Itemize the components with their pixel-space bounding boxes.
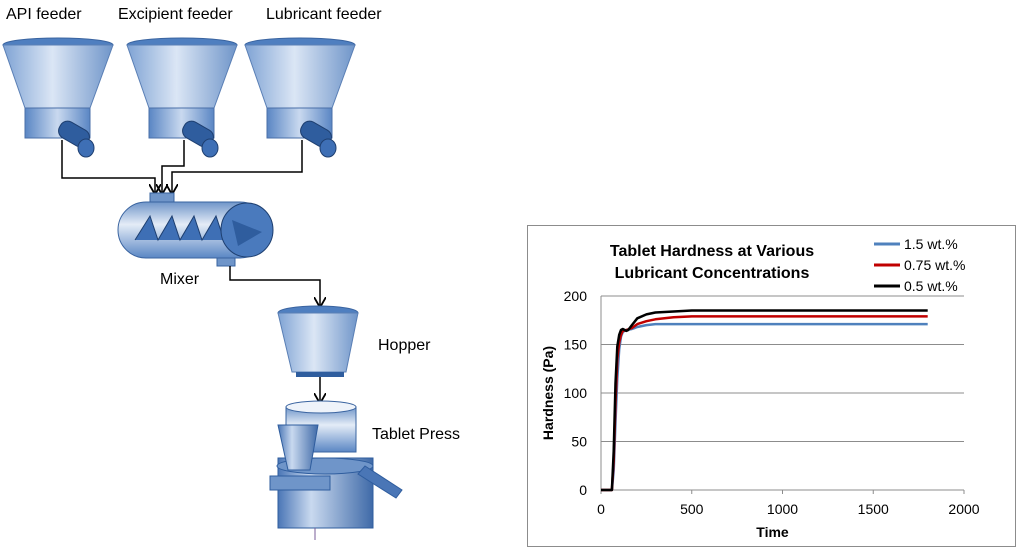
series-line: [601, 315, 928, 492]
legend-label: 1.5 wt.%: [904, 236, 958, 252]
x-axis-label: Time: [756, 524, 789, 540]
x-tick-label: 500: [680, 501, 704, 517]
api-feeder-label: API feeder: [6, 6, 82, 23]
y-tick-label: 0: [579, 482, 587, 498]
chart-title-line: Tablet Hardness at Various: [610, 243, 814, 260]
y-tick-label: 150: [564, 337, 588, 353]
tablet-press-label: Tablet Press: [372, 426, 461, 443]
excipient-feeder: [126, 37, 238, 158]
y-tick-label: 50: [571, 434, 587, 450]
tablet-press: [269, 400, 403, 540]
mixer-to-hopper-line: [229, 266, 320, 306]
x-tick-label: 1000: [767, 501, 798, 517]
api-feeder-screw: [58, 120, 95, 158]
api-feeder: [2, 37, 114, 158]
x-tick-label: 2000: [948, 501, 979, 517]
excipient-feeder-screw: [182, 120, 219, 158]
chart-title-line: Lubricant Concentrations: [615, 265, 810, 282]
y-tick-label: 100: [564, 385, 588, 401]
series-line: [601, 322, 928, 492]
hopper-label: Hopper: [378, 337, 431, 354]
series-line: [601, 309, 928, 492]
legend-label: 0.75 wt.%: [904, 257, 965, 273]
feed-lines: [61, 140, 303, 193]
lubricant-feeder-label: Lubricant feeder: [266, 6, 382, 23]
lubricant-feeder: [244, 37, 356, 158]
mixer-label: Mixer: [160, 271, 200, 288]
x-tick-label: 1500: [858, 501, 889, 517]
lubricant-feeder-screw: [300, 120, 337, 158]
y-tick-label: 200: [564, 288, 588, 304]
mixer: [117, 192, 274, 267]
process-flow-diagram: [2, 37, 403, 540]
hopper: [277, 305, 359, 377]
excipient-feeder-label: Excipient feeder: [118, 6, 233, 23]
x-tick-label: 0: [597, 501, 605, 517]
y-axis-label: Hardness (Pa): [540, 346, 556, 440]
legend-label: 0.5 wt.%: [904, 278, 958, 294]
